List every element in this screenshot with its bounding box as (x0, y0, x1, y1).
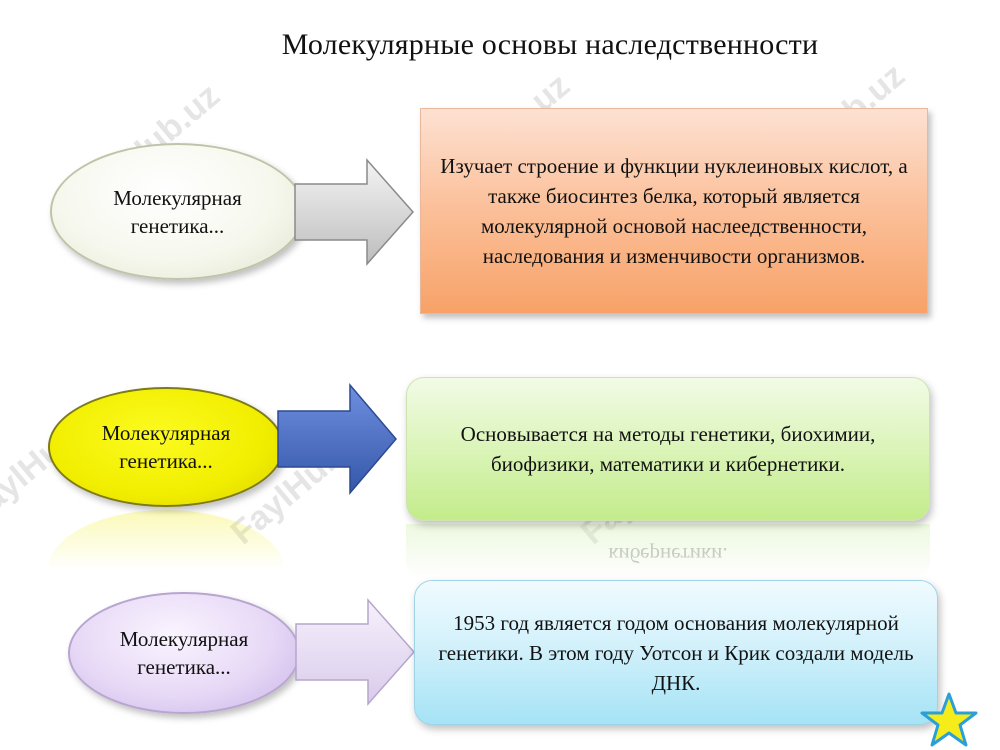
arrow-right-icon (294, 158, 415, 266)
page-title: Молекулярные основы наследственности (281, 28, 819, 61)
description-box-2: Основывается на методы генетики, биохими… (406, 377, 930, 521)
oval-label-line2: генетика... (137, 655, 231, 679)
oval-label-line1: Молекулярная (101, 421, 231, 445)
oval-molecular-genetics-2: Молекулярная генетика... (48, 387, 284, 507)
description-text: Изучает строение и функции нуклеиновых к… (440, 154, 908, 268)
description-text: Основывается на методы генетики, биохими… (460, 422, 876, 476)
oval-molecular-genetics-1: Молекулярная генетика... (50, 143, 305, 280)
description-box-1: Изучает строение и функции нуклеиновых к… (420, 108, 928, 314)
arrow-right-icon (295, 598, 416, 706)
oval-label-line2: генетика... (119, 449, 213, 473)
box-reflection: кибернетики. (406, 524, 930, 579)
arrow-right-icon (277, 382, 397, 496)
reflection-text: кибернетики. (608, 543, 728, 567)
oval-label-line2: генетика... (130, 213, 225, 238)
description-box-3: 1953 год является годом основания молеку… (414, 580, 938, 725)
oval-label-line1: Молекулярная (113, 185, 242, 210)
description-text: 1953 год является годом основания молеку… (438, 610, 914, 695)
oval-label-line1: Молекулярная (119, 627, 249, 651)
oval-molecular-genetics-3: Молекулярная генетика... (68, 592, 300, 714)
oval-reflection (48, 510, 284, 570)
star-icon[interactable] (920, 692, 978, 748)
